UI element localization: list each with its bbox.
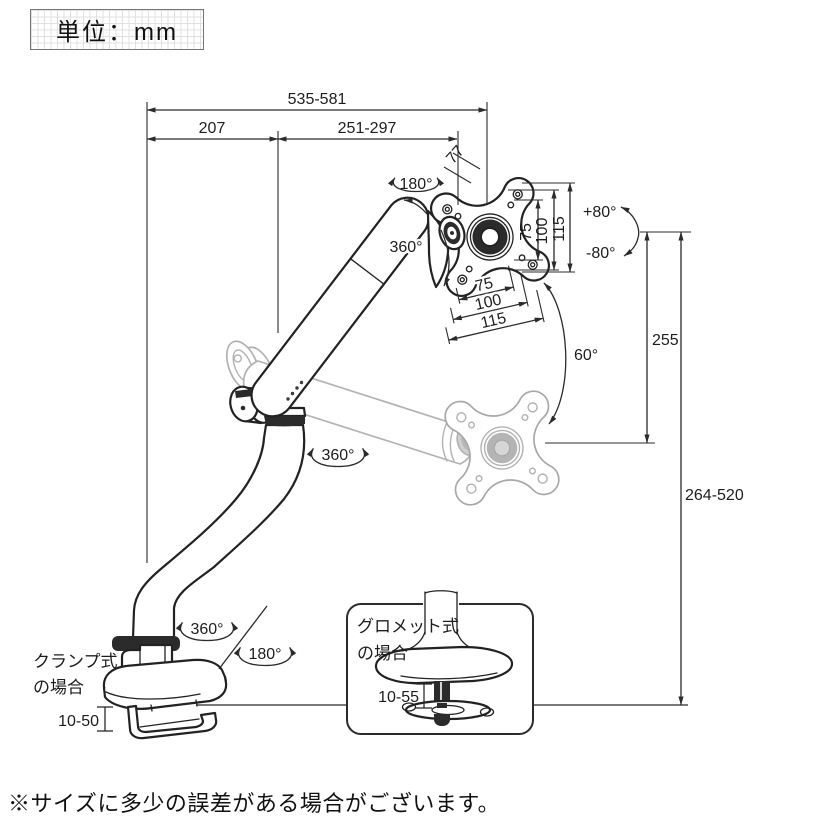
vesa-vertical-dimensions: 75 100 115 [508, 182, 575, 273]
head-drop-value: 255 [652, 332, 679, 349]
dimension-head-drop: 255 [644, 231, 679, 444]
total-reach-value: 535-581 [288, 91, 347, 108]
grommet-range-dimension [416, 683, 432, 709]
grommet-thickness-value: 10-55 [378, 689, 419, 706]
dimension-rear-arm: 207 [146, 120, 279, 142]
unit-label-box: 単位：mm [30, 9, 204, 50]
monitor-arm-illustration [131, 174, 553, 640]
head-rotation-annotation: 180° [387, 176, 445, 193]
clamp-jaw [126, 704, 218, 740]
clamp-range-dimension [97, 706, 113, 732]
tilt-annotation: +80° -80° [583, 204, 640, 262]
tilt-down-value: -80° [586, 245, 616, 262]
head-offset-value: 77 [443, 143, 468, 168]
base-swivel-annotation: 360° [175, 621, 239, 642]
dimension-total-width: 535-581 [146, 91, 488, 113]
vesa-v-75: 75 [518, 223, 535, 241]
grommet-mount [374, 590, 514, 726]
clamp-case-label-2: の場合 [33, 678, 84, 697]
dimension-annotations: 535-581 207 251-297 77 7 [33, 91, 744, 732]
fold-angle-value: 60° [574, 347, 598, 364]
head-swivel-annotation: 360° [387, 198, 450, 287]
vesa-v-115: 115 [551, 216, 568, 242]
unit-label: 単位：mm [56, 19, 178, 46]
dimension-height-range: 264-520 [678, 231, 744, 706]
brand-mark [286, 380, 304, 401]
tilt-up-value: +80° [583, 204, 617, 221]
elbow-swivel-value: 360° [321, 447, 354, 464]
clamp-base [102, 636, 228, 740]
size-disclaimer: ※サイズに多少の誤差がある場合がございます。 [8, 791, 501, 816]
clamp-thickness-value: 10-50 [58, 713, 99, 730]
fold-angle-annotation: 60° [543, 282, 598, 425]
vesa-v-100: 100 [534, 218, 551, 245]
lower-arm-tube [131, 423, 306, 640]
vesa-plate [427, 174, 553, 300]
ghost-vesa-plate [442, 388, 562, 508]
grommet-inset: グロメット式 の場合 10-55 [346, 590, 534, 735]
clamp-case-label-1: クランプ式 [33, 652, 118, 671]
front-arm-value: 251-297 [338, 120, 397, 137]
dimension-front-arm: 251-297 [277, 120, 458, 142]
upper-arm-tube [250, 196, 430, 418]
grommet-case-label-2: の場合 [357, 644, 408, 663]
rear-arm-value: 207 [199, 120, 226, 137]
head-swivel-value: 360° [389, 239, 422, 256]
annotation-slash [218, 605, 268, 670]
head-rotation-value: 180° [399, 176, 432, 193]
base-rotation-value: 180° [248, 646, 281, 663]
base-rotation-annotation: 180° [233, 646, 297, 667]
elbow-swivel-annotation: 360° [306, 445, 370, 468]
grommet-case-label-1: グロメット式 [357, 617, 459, 636]
base-swivel-value: 360° [190, 621, 223, 638]
height-range-value: 264-520 [685, 487, 744, 504]
